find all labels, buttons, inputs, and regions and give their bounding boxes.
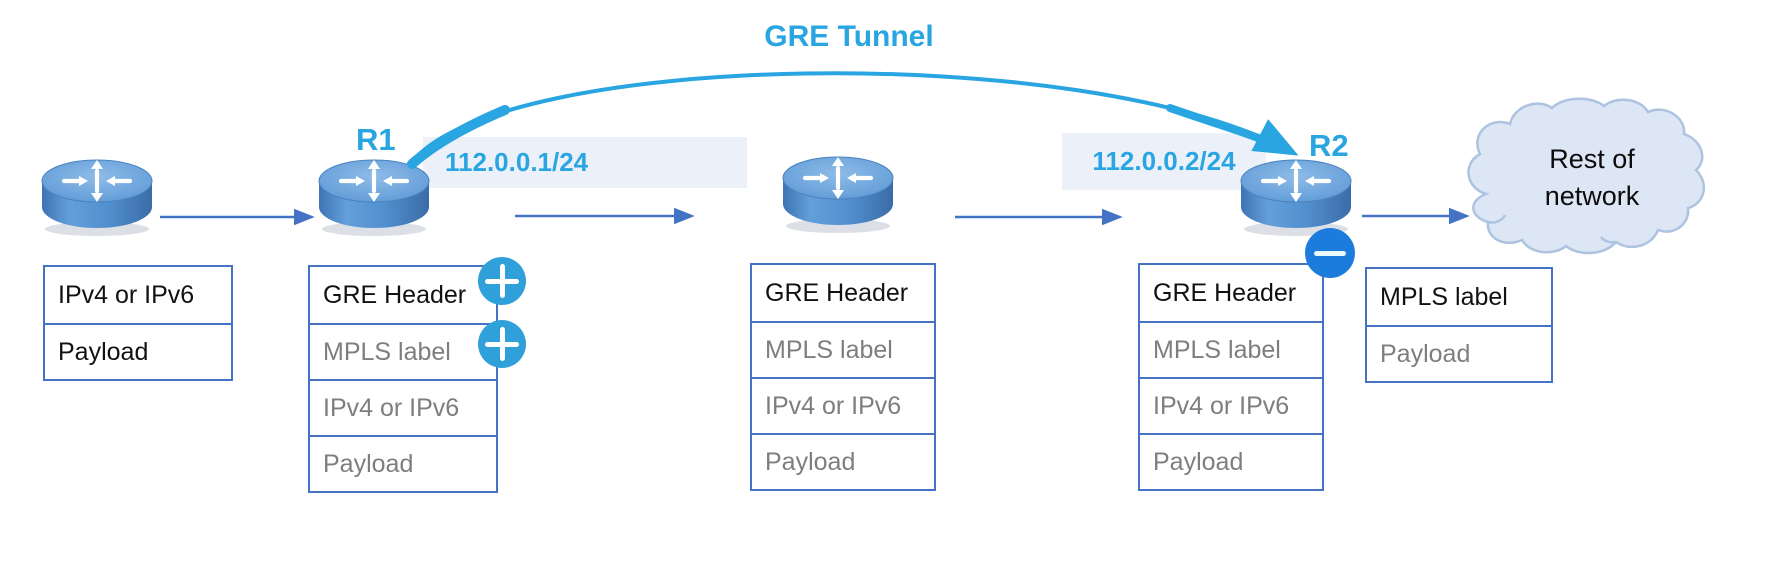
network-cloud (1467, 97, 1706, 255)
cloud-shape (1467, 97, 1706, 255)
packet-field-payload: Payload (1367, 325, 1551, 381)
packet-field-payload: Payload (752, 433, 934, 489)
add-mpls-label-icon (478, 320, 526, 368)
packet-stack-r2-decapsulating: GRE Header MPLS label IPv4 or IPv6 Paylo… (1138, 263, 1324, 491)
router-icon-source (42, 160, 152, 236)
router-r2-label: R2 (1309, 128, 1349, 163)
ip-address-label-r2: 112.0.0.2/24 (1062, 133, 1266, 190)
router-icon-r1 (319, 160, 429, 236)
router-icon-transit (783, 157, 893, 233)
packet-stack-transit: GRE Header MPLS label IPv4 or IPv6 Paylo… (750, 263, 936, 491)
packet-field-ip: IPv4 or IPv6 (1140, 377, 1322, 433)
packet-field-gre: GRE Header (1153, 278, 1297, 307)
ip-address-label-r1: 112.0.0.1/24 (423, 137, 747, 188)
packet-field-ip: IPv4 or IPv6 (752, 377, 934, 433)
packet-field-mpls: MPLS label (1380, 282, 1508, 311)
remove-gre-header-icon (1305, 228, 1355, 278)
router-icon-r2 (1241, 160, 1351, 236)
packet-field-payload: Payload (1140, 433, 1322, 489)
packet-field-mpls: MPLS label (1140, 321, 1322, 377)
router-r1-label: R1 (356, 122, 396, 157)
packet-field-mpls: MPLS label (752, 321, 934, 377)
cloud-label-line2: network (1544, 181, 1640, 211)
cloud-label: Rest of network (1487, 141, 1697, 215)
cloud-detail-arc (1487, 214, 1507, 224)
packet-field-gre: GRE Header (765, 278, 909, 307)
packet-field-payload: Payload (45, 323, 231, 379)
tunnel-arc-end-taper (1166, 104, 1272, 146)
add-gre-header-icon (478, 257, 526, 305)
cloud-label-line1: Rest of (1549, 144, 1635, 174)
cloud-detail-arc (1600, 236, 1617, 244)
flow-arrows (160, 207, 1470, 226)
gre-tunnel-arc (407, 71, 1299, 169)
packet-stack-egress: MPLS label Payload (1365, 267, 1553, 383)
tunnel-arc-start-taper (407, 105, 510, 169)
packet-field-mpls: MPLS label (310, 323, 496, 379)
packet-field-payload: Payload (310, 435, 496, 491)
packet-field-gre: GRE Header (323, 280, 467, 309)
packet-stack-source: IPv4 or IPv6 Payload (43, 265, 233, 381)
packet-field-ip: IPv4 or IPv6 (310, 379, 496, 435)
packet-stack-r1-encapsulated: GRE Header MPLS label IPv4 or IPv6 Paylo… (308, 265, 498, 493)
gre-tunnel-title: GRE Tunnel (764, 20, 934, 53)
packet-field-ip: IPv4 or IPv6 (58, 280, 195, 309)
tunnel-arc-path (410, 71, 1299, 164)
